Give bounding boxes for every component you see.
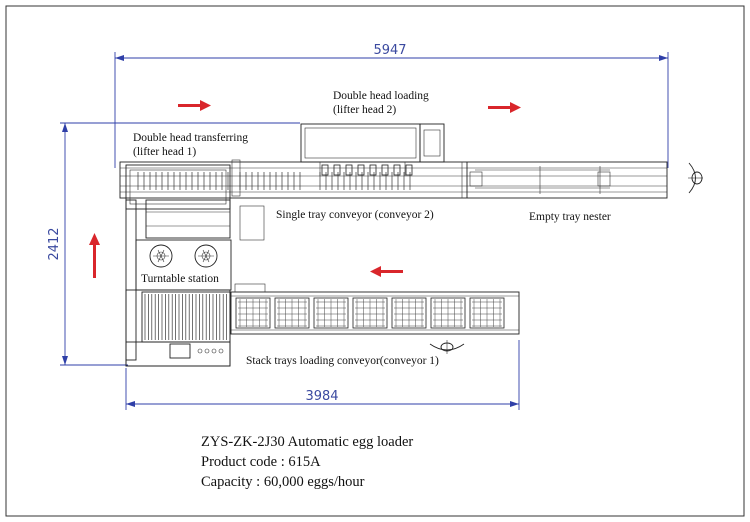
label-empty-tray-nester: Empty tray nester: [529, 211, 611, 223]
model-title: ZYS-ZK-2J30 Automatic egg loader: [201, 434, 413, 450]
dimension-label-overall: 5947: [373, 43, 406, 58]
stack-trays-conveyor: [230, 283, 520, 335]
arrow-up-icon: [89, 233, 100, 278]
capacity: Capacity : 60,000 eggs/hour: [201, 474, 365, 490]
view-eye-icon: [688, 162, 703, 194]
view-eye-icon: [429, 340, 465, 354]
empty-tray-nester: [469, 166, 611, 194]
arrow-right-icon: [488, 102, 521, 113]
dimension-height: 2412: [47, 122, 300, 366]
lifter-head-1: [125, 159, 265, 241]
single-tray-conveyor: [119, 161, 668, 199]
dimension-overall-length: 5947: [114, 43, 669, 168]
label-lifter-head-2: (lifter head 2): [333, 104, 396, 116]
label-stack-trays-conveyor: Stack trays loading conveyor(conveyor 1): [246, 355, 439, 367]
product-code: Product code : 615A: [201, 454, 321, 470]
label-double-head-transferring: Double head transferring: [133, 132, 248, 144]
stack-slats: [144, 294, 227, 340]
tray-stacks: [235, 297, 505, 329]
egg-tray-rows: [137, 164, 413, 190]
drawing-border: [5, 5, 745, 517]
label-double-head-loading: Double head loading: [333, 90, 429, 102]
dimension-label-height: 2412: [47, 227, 62, 260]
turntable-station: [125, 199, 232, 361]
dimension-lower-length: 3984: [125, 340, 520, 410]
arrow-left-icon: [370, 266, 403, 277]
control-panel: [125, 289, 231, 367]
label-lifter-head-1: (lifter head 1): [133, 146, 196, 158]
label-turntable-station: Turntable station: [141, 273, 219, 285]
dimension-label-lower: 3984: [305, 389, 338, 404]
label-single-tray-conveyor: Single tray conveyor (conveyor 2): [276, 209, 434, 221]
arrow-right-icon: [178, 100, 211, 111]
